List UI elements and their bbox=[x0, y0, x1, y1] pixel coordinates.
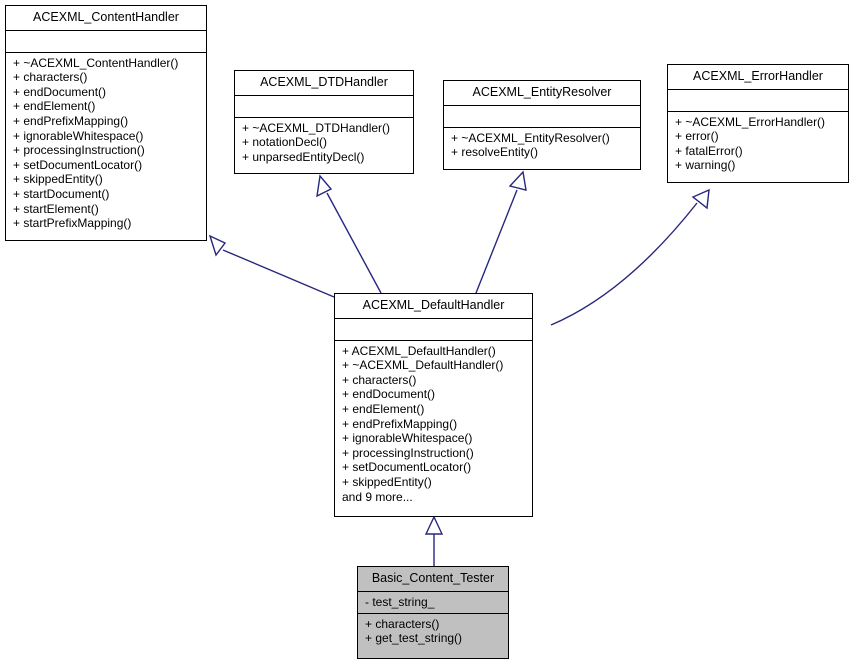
attribute-row: - test_string_ bbox=[365, 595, 435, 609]
operation-row: + resolveEntity() bbox=[451, 145, 539, 160]
operation-row: + startElement() bbox=[13, 201, 99, 216]
class-attributes bbox=[668, 90, 848, 112]
operation-row: + characters() bbox=[13, 70, 88, 85]
class-title: ACEXML_ErrorHandler bbox=[668, 65, 848, 90]
attribute-row bbox=[242, 99, 407, 114]
class-title: ACEXML_DefaultHandler bbox=[335, 294, 532, 319]
operation-row: + get_test_string() bbox=[365, 631, 463, 646]
operation-row: + ~ACEXML_EntityResolver() bbox=[451, 130, 610, 145]
operation-row: + processingInstruction() bbox=[13, 143, 145, 158]
operation-row: + endElement() bbox=[13, 99, 96, 114]
class-attributes: - test_string_ bbox=[358, 592, 508, 614]
edge-tester-to-default bbox=[424, 515, 444, 566]
class-box-basic-content-tester[interactable]: Basic_Content_Tester - test_string_ + ch… bbox=[357, 566, 509, 659]
class-attributes bbox=[235, 96, 413, 118]
operation-row: + ignorableWhitespace() bbox=[342, 431, 473, 446]
operation-row: + endDocument() bbox=[342, 387, 436, 402]
operation-row: + ~ACEXML_ContentHandler() bbox=[13, 55, 179, 70]
edge-default-to-error bbox=[550, 188, 710, 326]
operation-row: + processingInstruction() bbox=[342, 445, 474, 460]
operation-row: + endPrefixMapping() bbox=[13, 113, 129, 128]
operation-row: + ~ACEXML_DTDHandler() bbox=[242, 120, 391, 135]
operation-row: + endPrefixMapping() bbox=[342, 416, 458, 431]
operation-row: + ACEXML_DefaultHandler() bbox=[342, 343, 496, 358]
operation-row: + ~ACEXML_ErrorHandler() bbox=[675, 114, 826, 129]
operation-row: + setDocumentLocator() bbox=[13, 157, 143, 172]
operation-row: + ~ACEXML_DefaultHandler() bbox=[342, 358, 504, 373]
operation-row: + warning() bbox=[675, 158, 736, 173]
operation-row: + endElement() bbox=[342, 401, 425, 416]
class-title: ACEXML_ContentHandler bbox=[6, 6, 206, 31]
class-attributes bbox=[335, 319, 532, 341]
attribute-row bbox=[13, 34, 200, 49]
class-title: ACEXML_EntityResolver bbox=[444, 81, 640, 106]
operation-row: + setDocumentLocator() bbox=[342, 460, 472, 475]
operation-row: + ignorableWhitespace() bbox=[13, 128, 144, 143]
operation-row-more: and 9 more... bbox=[342, 489, 413, 504]
class-box-acexml-errorhandler[interactable]: ACEXML_ErrorHandler + ~ACEXML_ErrorHandl… bbox=[667, 64, 849, 183]
operation-row: + fatalError() bbox=[675, 143, 743, 158]
class-title: ACEXML_DTDHandler bbox=[235, 71, 413, 96]
class-operations: + ACEXML_DefaultHandler() + ~ACEXML_Defa… bbox=[335, 341, 532, 509]
edge-default-to-dtd bbox=[316, 174, 382, 294]
class-operations: + ~ACEXML_ErrorHandler() + error() + fat… bbox=[668, 112, 848, 177]
class-operations: + ~ACEXML_EntityResolver() + resolveEnti… bbox=[444, 128, 640, 164]
class-box-acexml-contenthandler[interactable]: ACEXML_ContentHandler + ~ACEXML_ContentH… bbox=[5, 5, 207, 241]
class-attributes bbox=[444, 106, 640, 128]
class-operations: + ~ACEXML_ContentHandler() + characters(… bbox=[6, 53, 206, 235]
class-title: Basic_Content_Tester bbox=[358, 567, 508, 592]
edge-default-to-content bbox=[208, 234, 335, 298]
operation-row: + startDocument() bbox=[13, 186, 110, 201]
class-box-acexml-dtdhandler[interactable]: ACEXML_DTDHandler + ~ACEXML_DTDHandler()… bbox=[234, 70, 414, 174]
operation-row: + skippedEntity() bbox=[13, 172, 103, 187]
attribute-row bbox=[342, 322, 526, 337]
class-box-acexml-defaulthandler[interactable]: ACEXML_DefaultHandler + ACEXML_DefaultHa… bbox=[334, 293, 533, 517]
class-operations: + characters() + get_test_string() bbox=[358, 614, 508, 650]
class-box-acexml-entityresolver[interactable]: ACEXML_EntityResolver + ~ACEXML_EntityRe… bbox=[443, 80, 641, 170]
operation-row: + characters() bbox=[365, 616, 440, 631]
edge-default-to-entity bbox=[475, 170, 527, 294]
class-operations: + ~ACEXML_DTDHandler() + notationDecl() … bbox=[235, 118, 413, 169]
attribute-row bbox=[675, 93, 842, 108]
attribute-row bbox=[451, 109, 634, 124]
operation-row: + notationDecl() bbox=[242, 135, 328, 150]
class-attributes bbox=[6, 31, 206, 53]
operation-row: + characters() bbox=[342, 372, 417, 387]
operation-row: + error() bbox=[675, 129, 719, 144]
operation-row: + endDocument() bbox=[13, 84, 107, 99]
operation-row: + startPrefixMapping() bbox=[13, 216, 132, 231]
operation-row: + unparsedEntityDecl() bbox=[242, 149, 365, 164]
operation-row: + skippedEntity() bbox=[342, 474, 432, 489]
